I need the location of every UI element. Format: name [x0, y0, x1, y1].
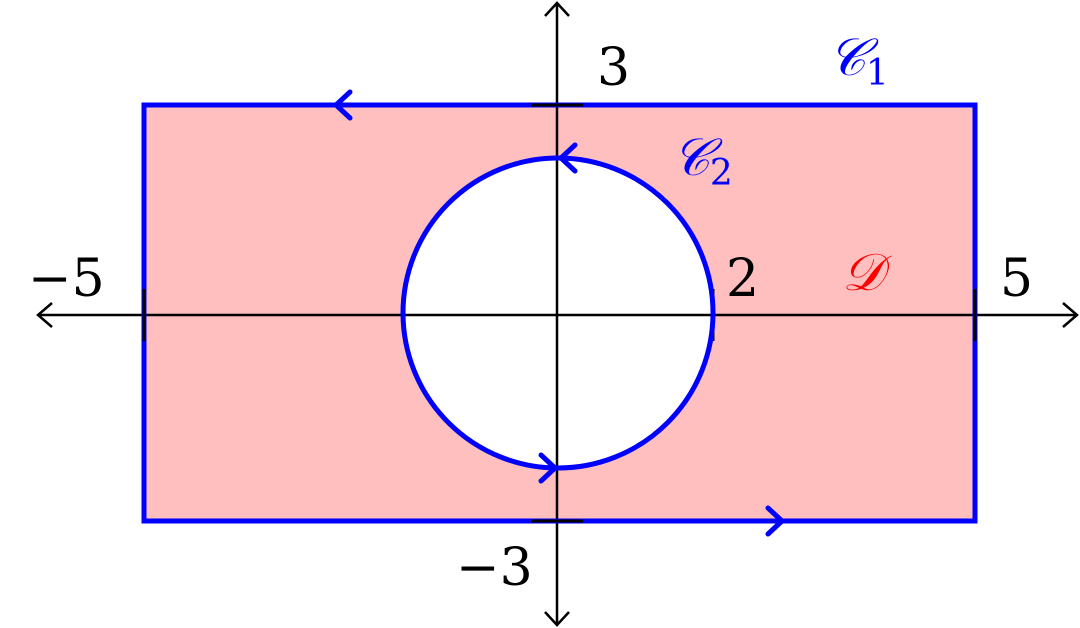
tick-label-y-neg: −3	[456, 538, 533, 598]
tick-label-y-pos: 3	[597, 38, 630, 98]
tick-label-x-pos: 5	[1000, 249, 1033, 309]
c1-bottom-arrow-icon	[765, 505, 785, 537]
c1-top-arrow-icon	[333, 89, 353, 121]
region-d-fill	[144, 105, 975, 521]
tick-label-radius: 2	[726, 249, 759, 309]
contour-c2	[400, 155, 716, 471]
label-c1: 𝒞1	[828, 28, 889, 94]
label-c2: 𝒞2	[672, 128, 733, 194]
tick-label-x-neg: −5	[28, 249, 105, 309]
c2-bottom-arrow-icon	[538, 452, 558, 484]
c2-top-arrow-icon	[558, 142, 578, 174]
